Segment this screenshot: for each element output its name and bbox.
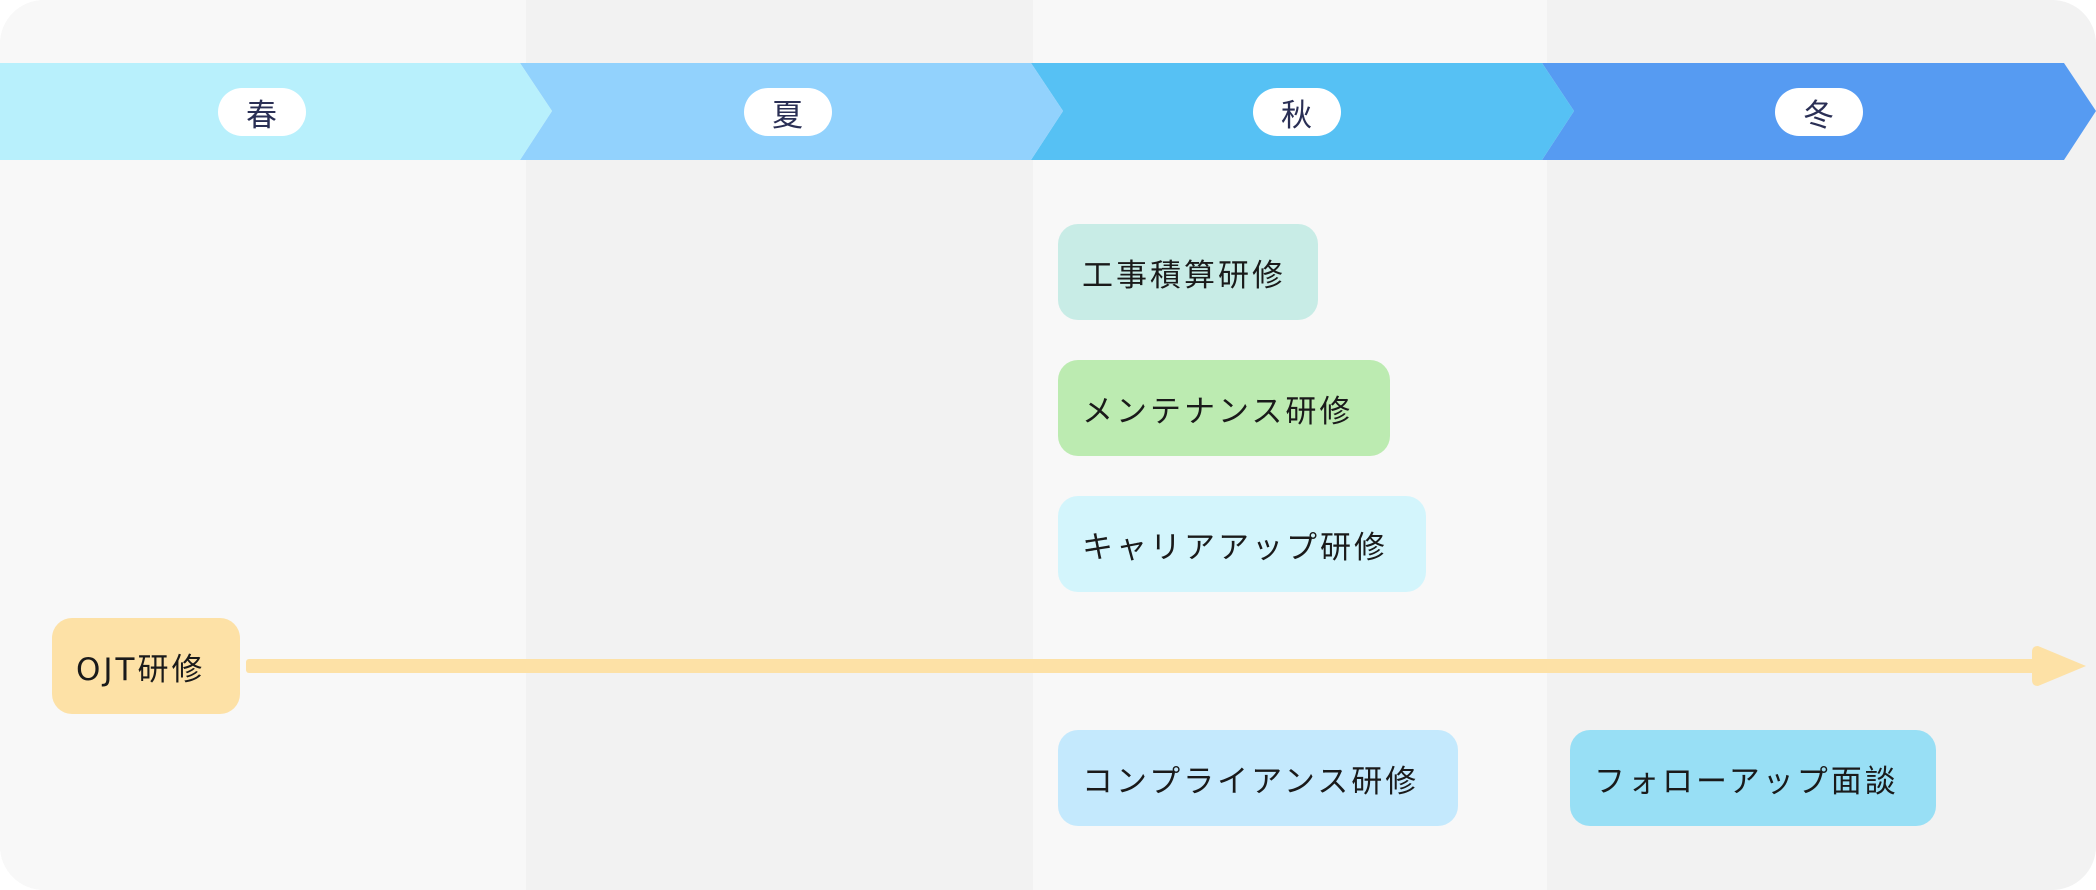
training-follow-up: フォローアップ面談 [1570, 730, 1936, 826]
season-label-winter: 冬 [1775, 88, 1863, 136]
training-compliance: コンプライアンス研修 [1058, 730, 1458, 826]
ojt-timeline-arrow [246, 642, 2096, 690]
training-career-up: キャリアアップ研修 [1058, 496, 1426, 592]
training-maintenance: メンテナンス研修 [1058, 360, 1390, 456]
season-label-summer: 夏 [744, 88, 832, 136]
training-estimation: 工事積算研修 [1058, 224, 1318, 320]
season-label-autumn: 秋 [1253, 88, 1341, 136]
training-ojt: OJT研修 [52, 618, 240, 714]
season-label-spring: 春 [218, 88, 306, 136]
